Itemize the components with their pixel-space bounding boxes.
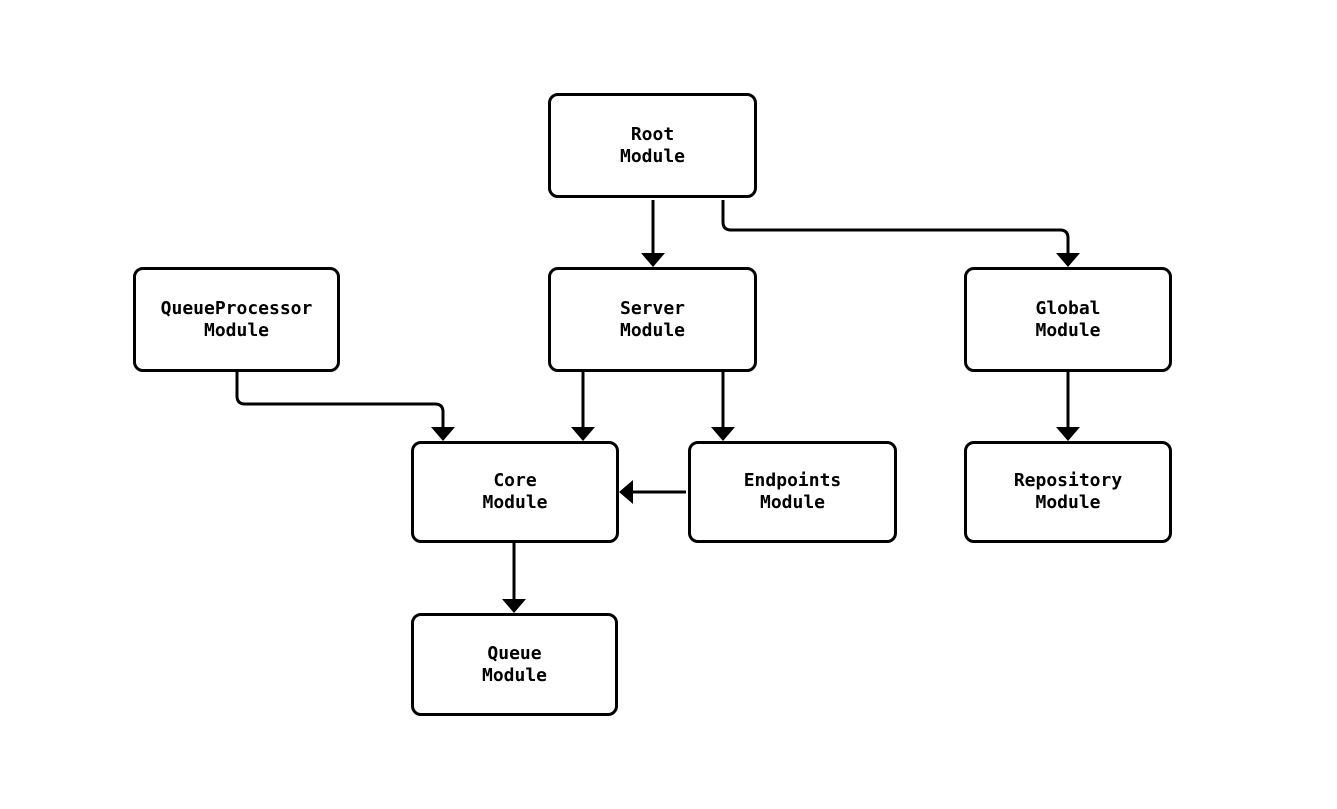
node-label-line: Endpoints (743, 470, 842, 491)
node-label-line: Queue (487, 642, 542, 664)
node-label-line: Server (619, 297, 686, 319)
node-server-module: Server Module (548, 267, 757, 372)
node-global-module: Global Module (964, 267, 1172, 372)
node-label-line: Module (482, 492, 548, 513)
node-label-line: QueueProcessor (160, 297, 313, 319)
node-repository-module: Repository Module (964, 441, 1172, 543)
node-label-line: Repository (1013, 470, 1123, 491)
node-label-line: Core (493, 470, 537, 491)
node-root-module: Root Module (548, 93, 757, 198)
node-label-line: Module (1035, 492, 1101, 513)
node-label-line: Module (481, 664, 548, 686)
edge-queueprocessor-to-core (235, 372, 455, 441)
node-label-line: Module (619, 145, 686, 167)
node-queue-module: Queue Module (411, 613, 618, 716)
node-label-line: Module (203, 319, 270, 341)
node-label-line: Module (619, 319, 686, 341)
edge-root-to-global (721, 200, 1080, 267)
node-label-line: Module (1035, 319, 1101, 341)
node-queueprocessor-module: QueueProcessor Module (133, 267, 340, 372)
node-label-line: Module (759, 492, 826, 513)
node-core-module: Core Module (411, 441, 619, 543)
node-endpoints-module: Endpoints Module (688, 441, 897, 543)
node-label-line: Global (1035, 297, 1101, 319)
node-label-line: Root (630, 123, 675, 145)
